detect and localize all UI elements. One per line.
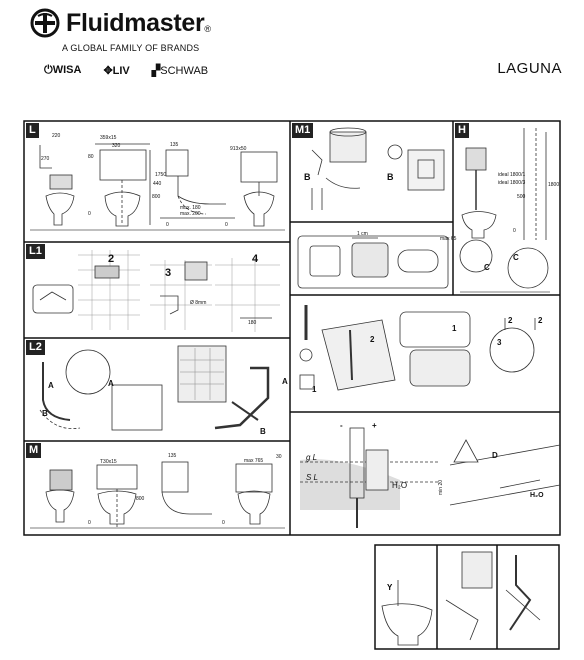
brand-tagline: A GLOBAL FAMILY OF BRANDS [62, 43, 200, 53]
svg-text:C: C [484, 263, 490, 272]
svg-text:C: C [513, 253, 519, 262]
span-label: 180 [248, 320, 257, 326]
panel-label-m: M [26, 443, 42, 458]
svg-text:440: 440 [153, 181, 162, 187]
exploded-step-numbers: 1 2 3 2 2 1 [312, 316, 543, 394]
svg-text:1: 1 [312, 385, 317, 394]
svg-text:H₂O: H₂O [392, 481, 407, 490]
product-name: LAGUNA [497, 60, 562, 77]
panel-m-drawing [30, 461, 285, 529]
svg-text:+: + [372, 421, 377, 430]
panel-l2-drawing [39, 345, 270, 431]
svg-text:0: 0 [225, 222, 228, 228]
panel-l1-drawing [32, 250, 280, 332]
fluidmaster-logo-icon [30, 8, 60, 38]
svg-text:g L: g L [306, 453, 317, 462]
svg-text:D: D [492, 451, 498, 460]
svg-text:135: 135 [168, 453, 177, 459]
svg-text:3: 3 [497, 338, 502, 347]
panel-label-l2: L2 [26, 340, 45, 355]
measure-1cm: 1 cm [357, 231, 368, 237]
svg-text:H₂O: H₂O [530, 492, 544, 499]
svg-text:0: 0 [513, 228, 516, 234]
svg-text:2: 2 [538, 316, 543, 325]
svg-text:4: 4 [252, 253, 259, 265]
svg-text:0: 0 [88, 520, 91, 526]
panel-label-l1: L1 [26, 244, 45, 259]
svg-text:3: 3 [165, 267, 171, 279]
panel-m-dims: T30x15 800 135 max 765 30 0 0 [88, 453, 282, 526]
svg-text:2: 2 [370, 335, 375, 344]
svg-text:80: 80 [88, 154, 94, 160]
sub-brand-schwab: ▞SCHWAB [151, 65, 209, 77]
svg-text:500: 500 [517, 194, 526, 200]
measure-65: max 65 [440, 236, 457, 242]
svg-text:S L: S L [306, 473, 318, 482]
svg-text:max. 200: max. 200 [180, 211, 201, 217]
svg-text:0: 0 [222, 520, 225, 526]
registered-mark: ® [204, 24, 212, 34]
bottom-box-drawing [381, 551, 541, 646]
water-level-labels: g L S L H₂O H₂O D - + [306, 421, 544, 499]
svg-text:B: B [387, 172, 394, 182]
svg-text:913x50: 913x50 [230, 146, 247, 152]
panel-label-h: H [455, 123, 469, 138]
svg-text:B: B [260, 427, 266, 436]
sub-brand-liv: ✥LIV [103, 65, 130, 77]
svg-text:2: 2 [508, 316, 513, 325]
sub-brand-wisa: ⏻WISA [44, 64, 82, 76]
svg-text:B: B [304, 172, 311, 182]
panel-water-level-drawing [300, 427, 561, 528]
svg-text:T30x15: T30x15 [100, 459, 117, 465]
svg-text:270: 270 [41, 156, 50, 162]
svg-text:30: 30 [276, 454, 282, 460]
extra-install-box [374, 544, 560, 650]
svg-text:A: A [108, 379, 114, 388]
m1-letters: B B [304, 172, 394, 182]
svg-text:220: 220 [52, 133, 61, 139]
panel-exploded-drawing [299, 305, 536, 391]
panel-h-dims: ideal 1800/1 ideal 1800/3 500 1800 0 [498, 172, 559, 234]
svg-text:800: 800 [152, 194, 161, 200]
svg-text:B: B [42, 409, 48, 418]
panel-l2-letters: A B A B A [42, 377, 288, 436]
h-letters: C C [484, 253, 519, 272]
panel-m1-drawing [311, 127, 445, 210]
brand-logo: Fluidmaster ® [30, 8, 211, 38]
svg-text:0: 0 [166, 222, 169, 228]
brand-name: Fluidmaster [66, 8, 205, 37]
panel-l1-labels: 2 3 4 [108, 253, 259, 279]
panel-label-m1: M1 [292, 123, 314, 138]
svg-text:1800: 1800 [548, 182, 559, 188]
svg-text:0: 0 [88, 211, 91, 217]
drill-size-label: Ø 8mm [190, 300, 206, 306]
sub-brands: ⏻WISA ✥LIV ▞SCHWAB [44, 64, 208, 77]
min-20-label: min 20 [438, 480, 444, 495]
panel-inlet-adjust-drawing [297, 235, 449, 289]
panel-l-drawing [30, 143, 285, 231]
svg-text:A: A [48, 381, 54, 390]
svg-text:2: 2 [108, 253, 114, 265]
panel-l-dims: 220 270 359x15 320 80 135 913x50 440 800… [41, 133, 247, 228]
svg-text:max 765: max 765 [244, 458, 263, 464]
svg-text:1750: 1750 [155, 172, 166, 178]
svg-text:-: - [340, 421, 343, 430]
svg-text:A: A [282, 377, 288, 386]
svg-text:ideal 1800/3: ideal 1800/3 [498, 180, 525, 186]
panel-h-drawing [459, 128, 550, 293]
svg-text:359x15: 359x15 [100, 135, 117, 141]
y-letter: Y [387, 583, 393, 592]
svg-text:max. 180: max. 180 [180, 205, 201, 211]
svg-text:320: 320 [112, 143, 121, 149]
diagram-frame [23, 120, 561, 536]
svg-text:800: 800 [136, 496, 145, 502]
svg-text:1: 1 [452, 324, 457, 333]
panel-label-l: L [26, 123, 39, 138]
svg-text:ideal 1800/1: ideal 1800/1 [498, 172, 525, 178]
svg-text:135: 135 [170, 142, 179, 148]
